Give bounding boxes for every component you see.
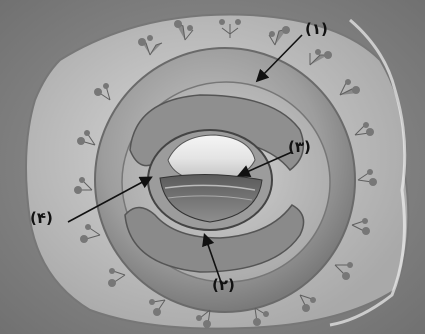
label-4: (۴) xyxy=(30,209,53,227)
label-2: (۲) xyxy=(212,276,235,294)
label-3: (۳) xyxy=(288,138,311,156)
label-1: (۱) xyxy=(305,20,328,38)
